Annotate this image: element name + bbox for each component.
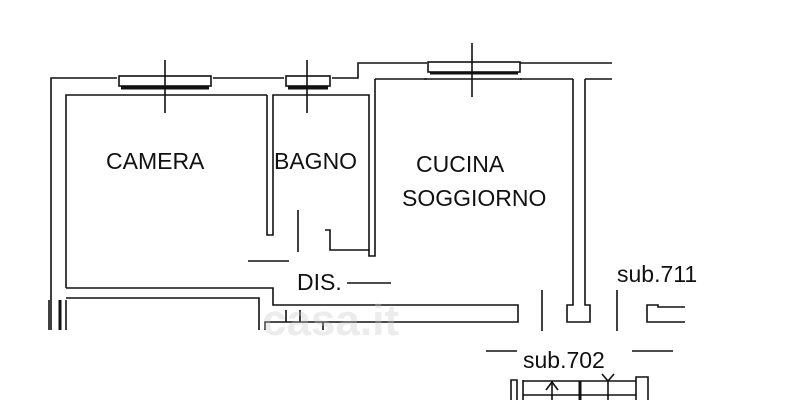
- room-label-cucina: CUCINA: [416, 151, 505, 177]
- subunit-label-702: sub.702: [523, 347, 605, 373]
- interior-walls: [66, 79, 685, 352]
- window-bagno: [284, 60, 332, 113]
- window-cucina: [424, 43, 522, 97]
- exterior-walls: [48, 62, 612, 330]
- room-label-disimpegno: DIS.: [297, 269, 342, 295]
- staircase: [510, 373, 649, 400]
- room-label-soggiorno: SOGGIORNO: [402, 185, 547, 211]
- watermark: casa.it: [262, 296, 399, 345]
- room-label-camera: CAMERA: [106, 148, 205, 174]
- window-camera: [117, 60, 213, 113]
- room-label-bagno: BAGNO: [274, 148, 358, 174]
- subunit-label-711: sub.711: [617, 261, 698, 287]
